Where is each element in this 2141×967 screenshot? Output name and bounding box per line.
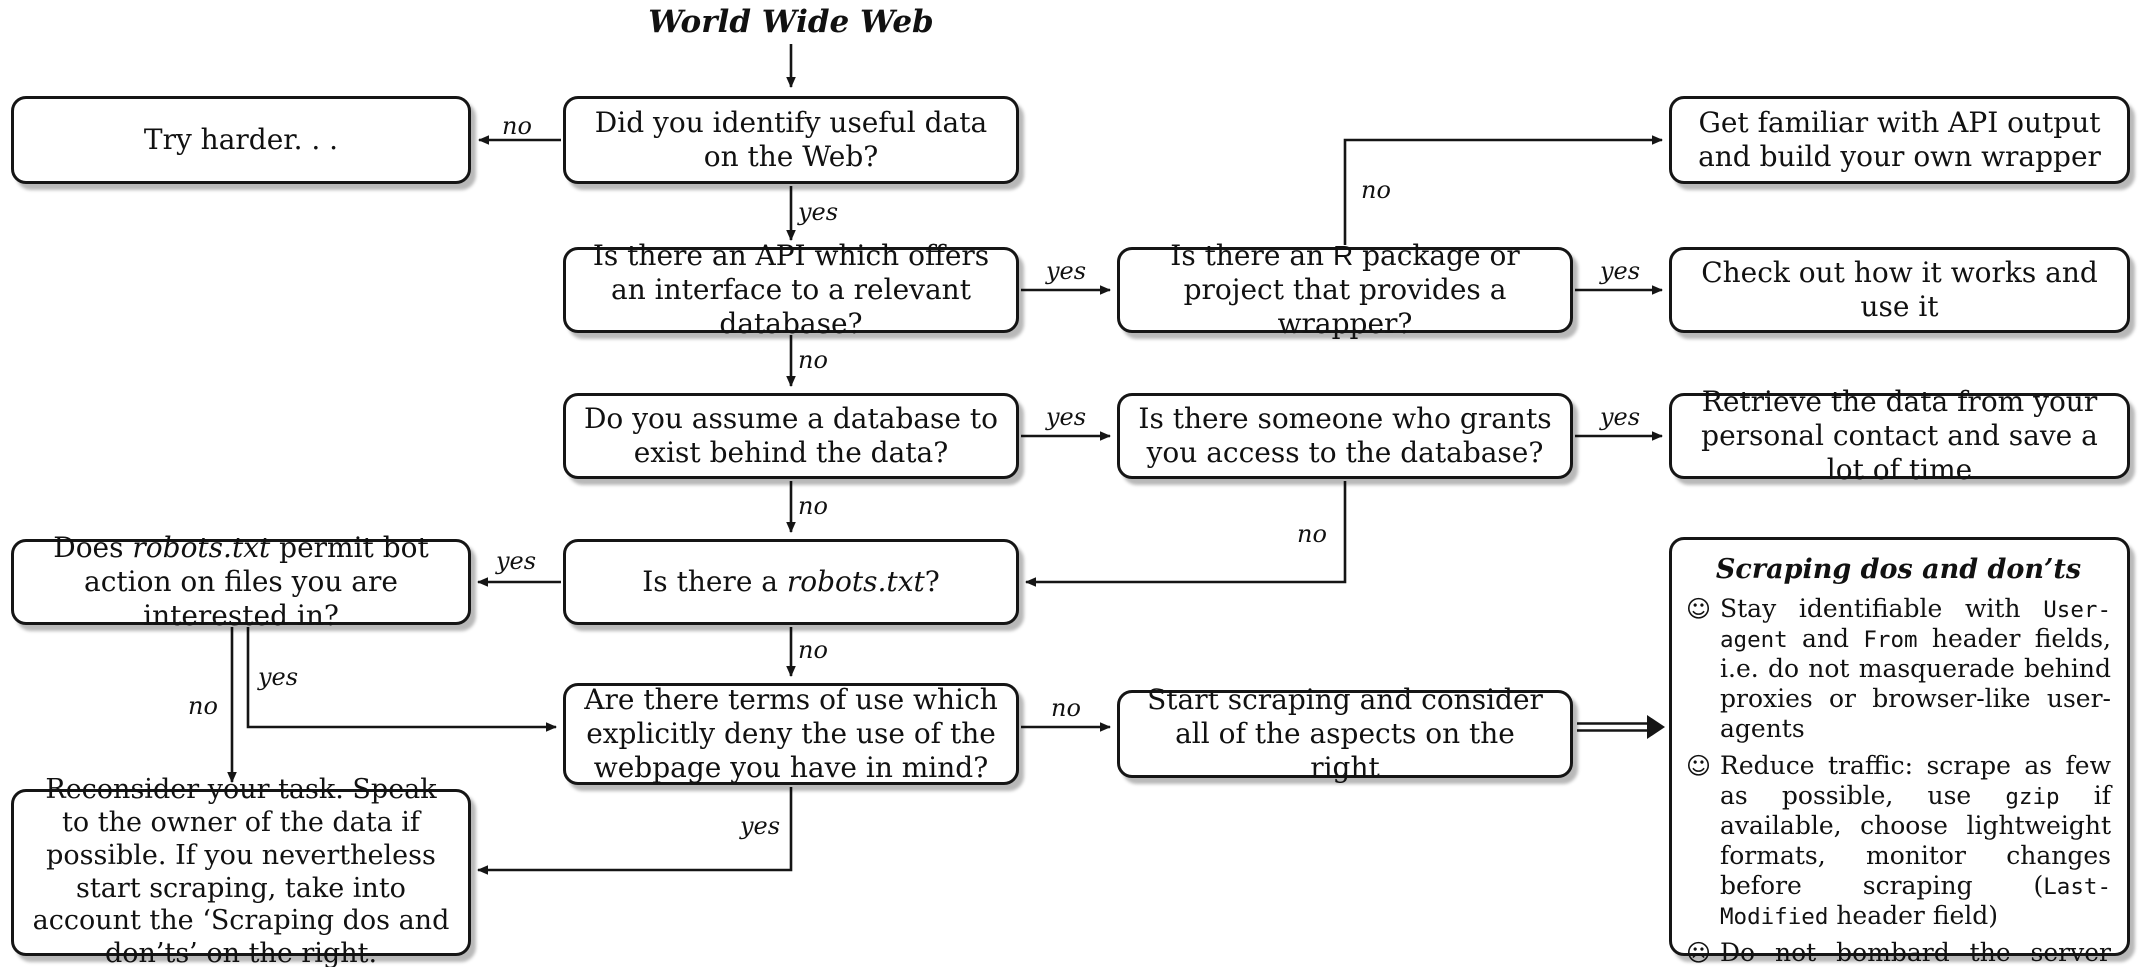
dos-item-reduce-traffic-text: Reduce traffic: scrape as few as possibl…: [1720, 751, 2111, 931]
panel-scraping-dos-donts: Scraping dos and don’ts ☺ Stay identifia…: [1669, 537, 2130, 967]
node-terms-of-use-label: Are there terms of use which explicitly …: [584, 682, 998, 785]
edge-label-robots-no: no: [798, 636, 828, 664]
node-robots-txt-label: Is there a robots.txt?: [642, 564, 940, 598]
node-grants-access: Is there someone who grants you access t…: [1117, 393, 1573, 479]
node-robots-txt: Is there a robots.txt?: [563, 539, 1019, 625]
node-try-harder: Try harder. . .: [11, 96, 471, 184]
smiley-face-icon: ☺: [1686, 752, 1712, 781]
edge-label-api-yes: yes: [1045, 257, 1087, 285]
dos-item-identifiable: ☺ Stay identifiable with User-agent and …: [1686, 594, 2111, 744]
edge-permit-terms: [246, 627, 557, 732]
frowning-face-icon: ☹: [1686, 939, 1712, 967]
node-api-question-label: Is there an API which offers an interfac…: [592, 238, 990, 341]
edge-terms-reconsider: [477, 787, 793, 875]
diagram-title: World Wide Web: [648, 4, 934, 40]
edge-label-rpackage-yes: yes: [1599, 257, 1641, 285]
dos-item-no-bombard: ☹ Do not bombard the server with unneces…: [1686, 938, 2111, 967]
node-grants-access-label: Is there someone who grants you access t…: [1138, 401, 1552, 469]
node-r-package-question: Is there an R package or project that pr…: [1117, 239, 1573, 340]
edge-start-dosdonts: [1577, 715, 1665, 739]
node-reconsider: Reconsider your task. Speak to the owner…: [11, 774, 471, 967]
edge-label-terms-yes: yes: [739, 812, 781, 840]
edge-grants-robots: [1025, 481, 1347, 587]
node-robots-permit: Does robots.txt permit bot action on fil…: [11, 531, 471, 632]
node-assume-database: Do you assume a database to exist behind…: [563, 393, 1019, 479]
edge-label-grants-yes: yes: [1599, 403, 1641, 431]
node-terms-of-use: Are there terms of use which explicitly …: [563, 683, 1019, 785]
edge-label-identify-no: no: [502, 112, 532, 140]
node-reconsider-label: Reconsider your task. Speak to the owner…: [32, 773, 450, 967]
edge-rpackage-getfamiliar: [1343, 135, 1663, 245]
node-robots-permit-label: Does robots.txt permit bot action on fil…: [53, 530, 429, 633]
node-try-harder-label: Try harder. . .: [143, 122, 339, 156]
node-get-familiar-label: Get familiar with API output and build y…: [1698, 105, 2101, 173]
edge-label-grants-no: no: [1297, 520, 1327, 548]
edge-label-identify-yes: yes: [797, 198, 839, 226]
edge-label-assumedb-no: no: [798, 492, 828, 520]
dos-donts-title: Scraping dos and don’ts: [1715, 554, 2082, 585]
node-get-familiar: Get familiar with API output and build y…: [1669, 96, 2130, 184]
edge-label-robots-yes: yes: [495, 547, 537, 575]
node-identify-data-label: Did you identify useful data on the Web?: [594, 105, 988, 173]
edge-label-rpackage-no: no: [1361, 176, 1391, 204]
edge-label-permit-no: no: [188, 692, 218, 720]
edge-label-api-no: no: [798, 346, 828, 374]
node-r-package-question-label: Is there an R package or project that pr…: [1170, 238, 1520, 341]
edge-label-permit-yes: yes: [257, 663, 299, 691]
node-api-question: Is there an API which offers an interfac…: [563, 239, 1019, 340]
edge-label-assumedb-yes: yes: [1045, 403, 1087, 431]
edge-label-terms-no: no: [1051, 694, 1081, 722]
node-check-out-label: Check out how it works and use it: [1701, 255, 2098, 323]
smiley-face-icon: ☺: [1686, 595, 1712, 624]
node-retrieve-data: Retrieve the data from your personal con…: [1669, 385, 2130, 486]
node-assume-database-label: Do you assume a database to exist behind…: [583, 401, 999, 469]
dos-item-no-bombard-text: Do not bombard the server with unnecessa…: [1720, 938, 2111, 967]
node-start-scraping: Start scraping and consider all of the a…: [1117, 683, 1573, 784]
node-retrieve-data-label: Retrieve the data from your personal con…: [1701, 384, 2098, 487]
dos-item-reduce-traffic: ☺ Reduce traffic: scrape as few as possi…: [1686, 751, 2111, 931]
node-check-out: Check out how it works and use it: [1669, 247, 2130, 333]
node-identify-data: Did you identify useful data on the Web?: [563, 96, 1019, 184]
dos-item-identifiable-text: Stay identifiable with User-agent and Fr…: [1720, 594, 2111, 744]
node-start-scraping-label: Start scraping and consider all of the a…: [1147, 682, 1543, 785]
